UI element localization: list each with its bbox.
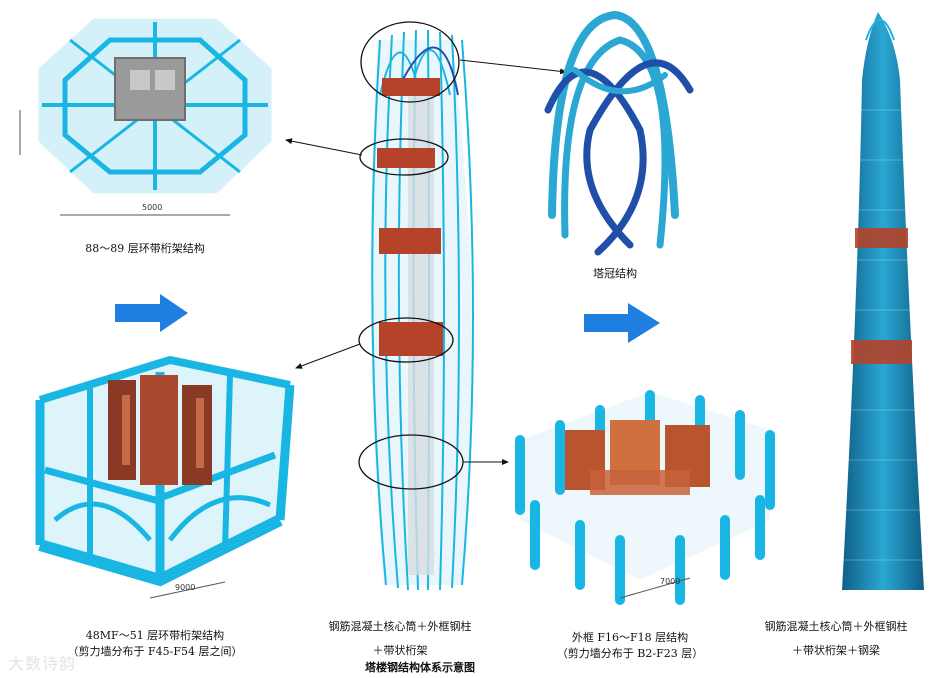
right-arrow-icon — [115, 294, 188, 332]
leader-arrow — [459, 59, 567, 75]
highlight-ellipse — [359, 138, 449, 176]
ring-truss-48mf-51-model — [35, 355, 295, 599]
caption-line: 外框 F16～F18 层结构 — [571, 631, 689, 644]
highlight-ellipse — [358, 317, 454, 363]
right-arrow-icon — [584, 303, 660, 343]
highlight-ellipse — [360, 21, 460, 103]
caption-line: ＋带状桁架 — [372, 644, 428, 657]
figure-title: 塔楼钢结构体系示意图 — [365, 661, 475, 674]
watermark: 大数诗韵 — [8, 654, 77, 673]
tower-crown-model — [544, 10, 694, 256]
dimension-label-top-left: 5000 — [142, 203, 162, 212]
dimension-label-bottom-right: 7000 — [660, 577, 680, 586]
caption-ring-truss-88-89: 88～89 层环带桁架结构 — [85, 242, 205, 255]
dimension-label-bottom-left: 9000 — [175, 583, 195, 592]
caption-ring-truss-48mf-51: 48MF～51 层环带桁架结构 （剪力墙分布于 F45-F54 层之间） — [45, 628, 265, 660]
full-tower-model — [842, 12, 924, 590]
caption-line: ＋带状桁架＋钢梁 — [792, 644, 880, 657]
caption-full-tower: 钢筋混凝土核心筒＋外框钢柱 ＋带状桁架＋钢梁 — [738, 615, 934, 663]
caption-tower-frame: 钢筋混凝土核心筒＋外框钢柱 ＋带状桁架 — [300, 615, 500, 663]
caption-tower-crown: 塔冠结构 — [593, 267, 637, 280]
outer-frame-f16-f18-model — [515, 390, 775, 605]
ring-truss-88-89-model — [19, 18, 272, 216]
tower-frame-model — [370, 29, 474, 591]
leader-arrow — [285, 138, 363, 156]
caption-line: 钢筋混凝土核心筒＋外框钢柱 — [328, 620, 472, 633]
caption-outer-frame-f16-f18: 外框 F16～F18 层结构 （剪力墙分布于 B2-F23 层） — [545, 630, 715, 662]
caption-line: 48MF～51 层环带桁架结构 — [85, 629, 225, 642]
caption-line: （剪力墙分布于 F45-F54 层之间） — [67, 645, 243, 658]
caption-line: （剪力墙分布于 B2-F23 层） — [556, 647, 704, 660]
leader-arrow — [295, 343, 361, 369]
caption-line: 钢筋混凝土核心筒＋外框钢柱 — [764, 620, 908, 633]
